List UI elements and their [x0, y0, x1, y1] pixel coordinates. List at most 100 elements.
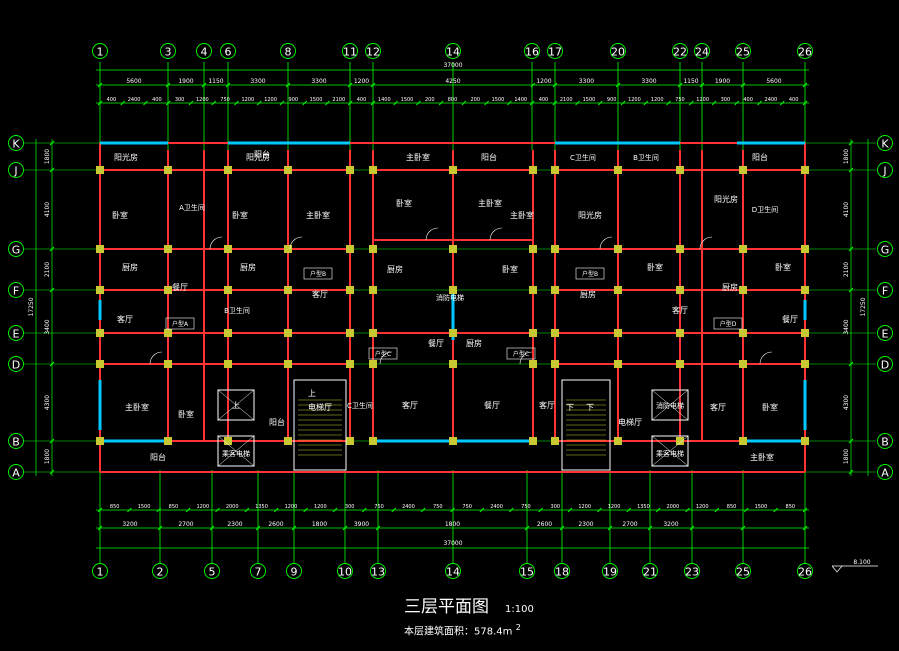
dim-text: 300: [721, 97, 731, 103]
dim-tick: [734, 100, 740, 106]
structural-column: [739, 360, 747, 368]
axis-label-bottom: 21: [643, 566, 657, 579]
room-label-woshi-3: 卧室: [396, 198, 412, 208]
unit-tag-frame: [575, 267, 605, 280]
room-label-zhuwoshi-4: 主卧室: [478, 198, 502, 208]
dim-tick: [165, 82, 171, 88]
dim-tick: [225, 82, 231, 88]
unit-tag-frame: [303, 267, 333, 280]
dim-text: 4300: [44, 395, 51, 410]
axis-label-right: D: [881, 359, 889, 372]
dim-tick: [347, 100, 353, 106]
room-label-dianti-r: 电梯厅: [308, 402, 332, 412]
dim-tick: [643, 100, 649, 106]
dim-text: 200: [470, 97, 480, 103]
structural-column: [164, 360, 172, 368]
structural-column: [614, 329, 622, 337]
dim-tick: [420, 507, 426, 513]
dim-tick: [273, 507, 279, 513]
dim-text: 300: [551, 504, 561, 510]
unit-tag-label: 户型B: [582, 270, 598, 278]
dim-tick: [49, 167, 55, 173]
room-label-elev-1: 乘客电梯: [222, 449, 250, 458]
dim-text: 750: [462, 504, 472, 510]
dim-tick: [49, 140, 55, 146]
elevator-shaft: [651, 389, 689, 421]
axis-label-top: 12: [366, 46, 380, 59]
dim-tick: [607, 525, 613, 531]
dim-tick: [201, 82, 207, 88]
floor-area-note: 本层建筑面积：578.4m 2: [404, 622, 521, 637]
room-label-chufang-l: 厨房: [122, 262, 138, 272]
room-label-a-weishengjian: A卫生间: [179, 203, 205, 212]
structural-column: [369, 329, 377, 337]
door-swing: [759, 351, 773, 365]
room-label-dianti-l: 电梯厅: [618, 417, 642, 427]
structural-column: [551, 329, 559, 337]
door-swing: [209, 236, 223, 250]
dim-overall-bottom: 37000: [443, 540, 462, 547]
dim-tick: [567, 507, 573, 513]
axis-bubble-left: [8, 282, 24, 298]
dim-text: 1200: [196, 504, 209, 510]
dim-tick: [848, 469, 854, 475]
door-swing: [379, 351, 393, 365]
dim-text: 750: [374, 504, 384, 510]
axis-bubble-right: [877, 356, 893, 372]
axis-bubble-right: [877, 135, 893, 151]
room-label-yangtai-l: 阳台: [150, 452, 166, 462]
dim-tick: [779, 100, 785, 106]
door-swing: [489, 227, 503, 241]
room-label-keting-r: 客厅: [710, 402, 726, 412]
dim-text: 1800: [44, 149, 51, 164]
room-label-canting-3: 餐厅: [428, 339, 444, 348]
dim-text: 1350: [255, 504, 268, 510]
structural-column: [676, 286, 684, 294]
dim-text: 2000: [226, 504, 239, 510]
room-label-shang-r: 上: [232, 401, 240, 410]
room-label-d-weishengjian: D卫生间: [752, 205, 778, 214]
dim-text: 1150: [208, 78, 223, 85]
room-label-keting-3: 客厅: [402, 400, 418, 410]
dim-tick: [743, 507, 749, 513]
axis-bubble-top: [735, 43, 751, 59]
dim-tick: [677, 82, 683, 88]
room-label-yangtai-6: 阳台: [752, 152, 768, 162]
room-label-yangguangfang-r: 阳光房: [714, 194, 738, 204]
structural-column: [529, 245, 537, 253]
axis-label-right: J: [882, 165, 886, 178]
drawing-title: 三层平面图: [404, 597, 489, 617]
axis-label-top: 3: [165, 46, 172, 59]
dim-tick: [165, 100, 171, 106]
dim-tick: [597, 507, 602, 513]
structural-column: [739, 245, 747, 253]
axis-label-top: 17: [548, 46, 562, 59]
dim-tick: [461, 100, 467, 106]
axis-label-bottom: 9: [291, 566, 298, 579]
structural-column: [801, 286, 809, 294]
dim-text: 2700: [178, 521, 193, 528]
door-swing: [599, 236, 613, 250]
structural-column: [224, 437, 232, 445]
dim-text: 850: [786, 504, 796, 510]
room-label-c-weishengjian-r: C卫生间: [570, 153, 596, 162]
door-swing: [699, 236, 713, 250]
dim-tick: [285, 82, 291, 88]
structural-column: [224, 329, 232, 337]
dim-tick: [209, 525, 215, 531]
dim-tick: [538, 507, 543, 513]
dim-tick: [97, 82, 103, 88]
structural-column: [346, 245, 354, 253]
structural-column: [449, 286, 457, 294]
structural-column: [801, 360, 809, 368]
dim-overall-top: 37000: [443, 62, 462, 69]
room-label-canting-l: 餐厅: [172, 283, 188, 292]
structural-column: [224, 245, 232, 253]
structural-column: [224, 166, 232, 174]
door-swing: [425, 227, 439, 241]
axis-bubble-top: [524, 43, 540, 59]
axis-bubble-bottom: [370, 563, 386, 579]
axis-label-left: K: [12, 138, 20, 151]
dim-text: 1500: [492, 97, 505, 103]
structural-column: [551, 286, 559, 294]
